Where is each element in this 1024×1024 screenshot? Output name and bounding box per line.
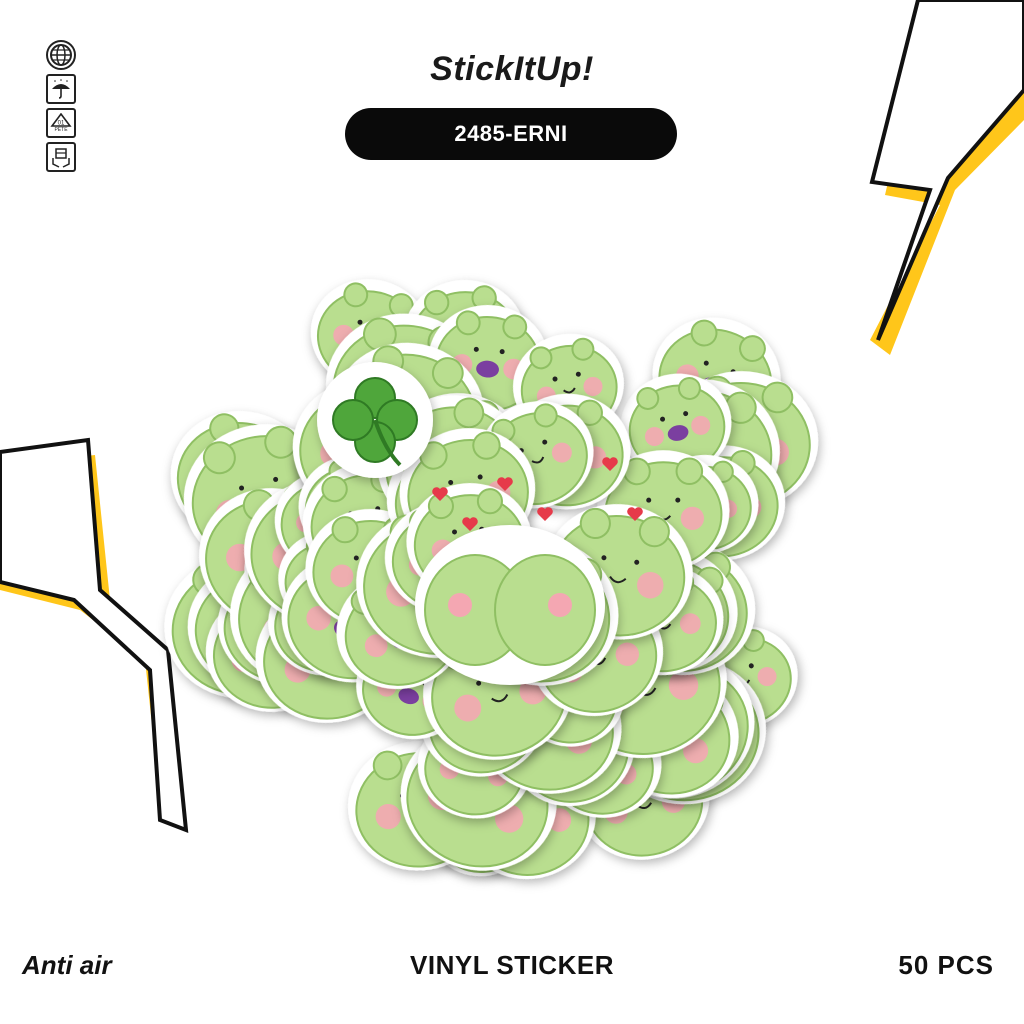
package-icons: 01 PETE xyxy=(46,40,78,176)
box-hands-icon xyxy=(46,142,76,172)
left-bolt xyxy=(0,437,189,834)
recycle-material: PETE xyxy=(54,127,68,133)
frog-sticker xyxy=(620,373,732,476)
globe-icon xyxy=(46,40,76,70)
vinyl-sticker-label: VINYL STICKER xyxy=(410,950,614,980)
heart-icon xyxy=(537,507,553,521)
heart-icon xyxy=(462,517,478,531)
product-code-badge: 2485-ERNI xyxy=(345,108,677,160)
heart-icon xyxy=(602,457,618,471)
heart-icon xyxy=(497,477,513,491)
hugging-frogs-sticker xyxy=(415,525,605,685)
pete-recycle-icon: 01 PETE xyxy=(46,108,76,138)
heart-icon xyxy=(432,487,448,501)
brand-title: StickItUp! xyxy=(430,50,594,88)
heart-icon xyxy=(627,507,643,521)
clover-sticker xyxy=(317,362,433,478)
anti-air-label: Anti air xyxy=(22,950,112,980)
recycle-number: 01 xyxy=(58,121,65,127)
top-right-bolt xyxy=(869,0,1024,355)
pieces-count-label: 50 PCS xyxy=(898,950,994,980)
umbrella-icon xyxy=(46,74,76,104)
sticker-collage xyxy=(164,279,819,880)
